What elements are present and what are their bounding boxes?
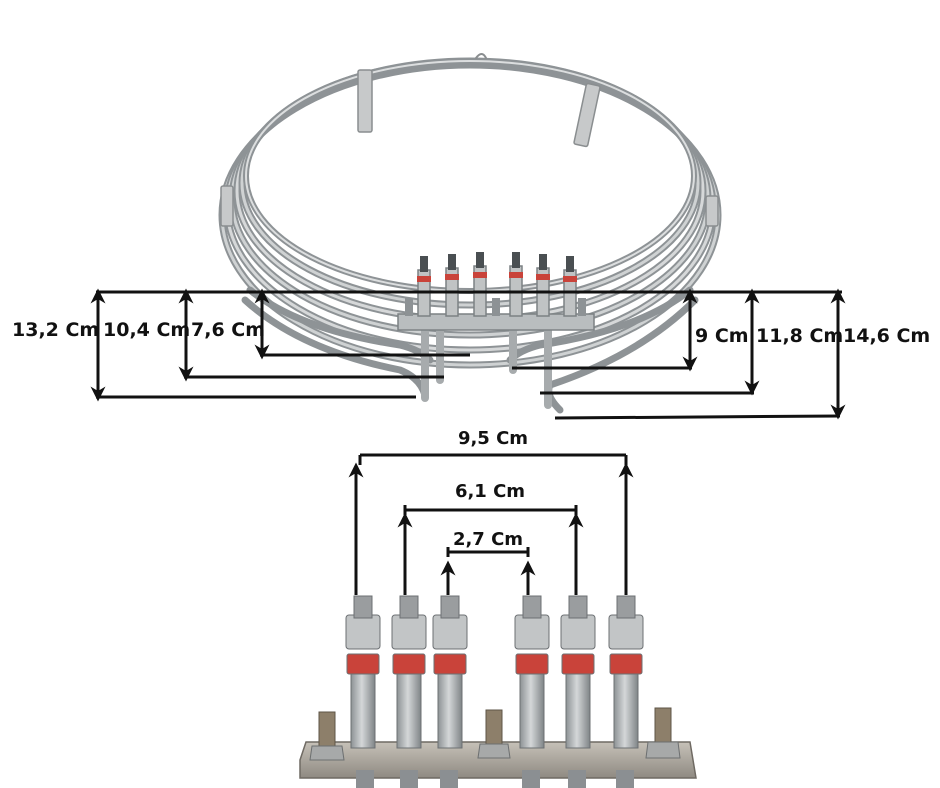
dimension-label-right-inner: 9 Cm	[695, 325, 749, 347]
dimension-label-left-inner: 7,6 Cm	[191, 319, 265, 341]
terminal-closeup-illustration	[299, 595, 697, 788]
top-dimension-labels: 13,2 Cm 10,4 Cm 7,6 Cm 9 Cm 11,8 Cm 14,6…	[12, 319, 930, 347]
spacing-label-inner: 2,7 Cm	[453, 529, 523, 550]
dimension-label-left-middle: 10,4 Cm	[103, 319, 190, 341]
terminal-pins	[345, 595, 644, 749]
dimension-label-left-outer: 13,2 Cm	[12, 319, 99, 341]
top-dimension-lines	[90, 288, 846, 420]
terminal-spacing-lines	[348, 453, 634, 595]
dimension-label-right-outer: 14,6 Cm	[843, 325, 930, 347]
mounting-bolts	[309, 707, 681, 761]
coil-clamps	[220, 69, 719, 227]
dimension-label-right-middle: 11,8 Cm	[756, 325, 843, 347]
spacing-label-middle: 6,1 Cm	[455, 481, 525, 502]
coil-illustration	[218, 53, 722, 414]
terminal-spacing-labels: 9,5 Cm 6,1 Cm 2,7 Cm	[453, 428, 528, 550]
spacing-label-outer: 9,5 Cm	[458, 428, 528, 449]
terminal-base-plate	[299, 741, 697, 779]
coil-hanger	[475, 53, 487, 59]
